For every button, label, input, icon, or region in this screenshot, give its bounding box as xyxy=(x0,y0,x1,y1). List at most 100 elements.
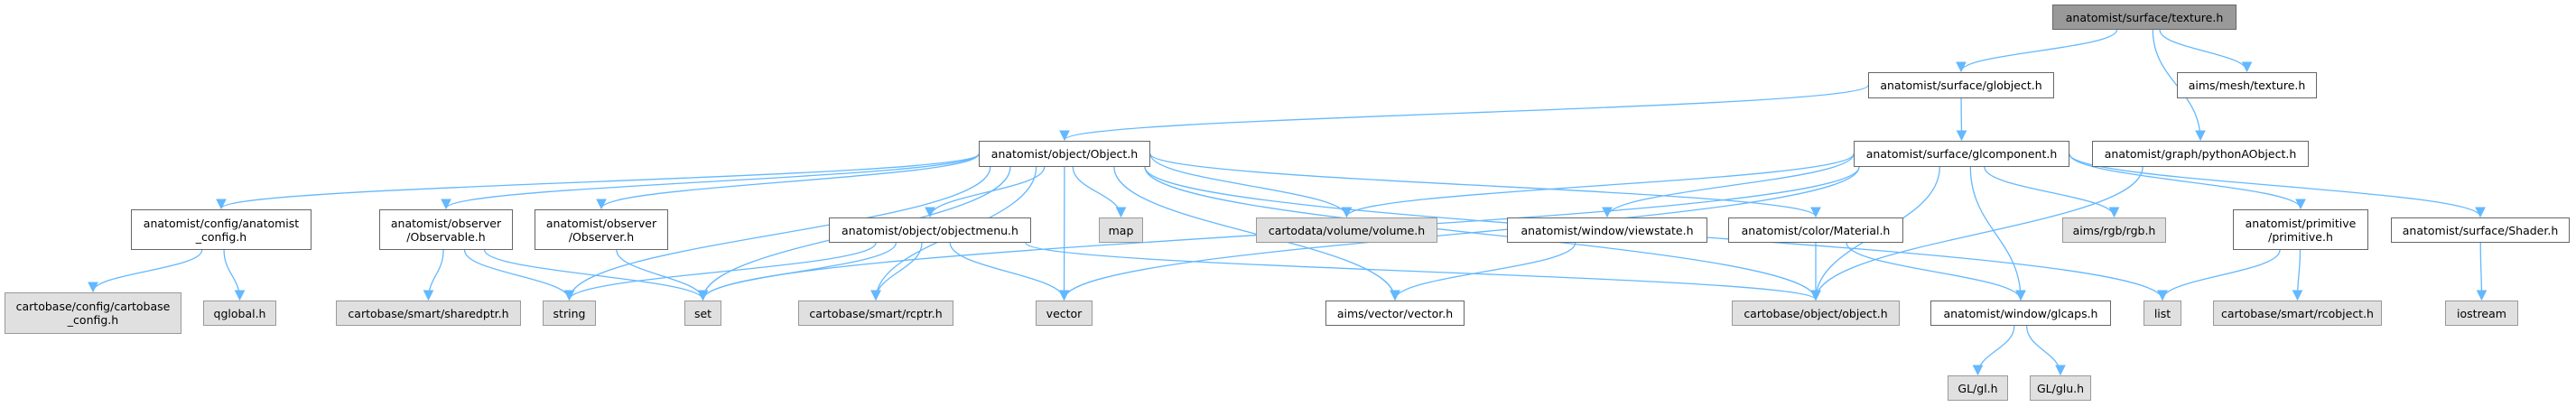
node-pythonaobject[interactable]: anatomist/graph/pythonAObject.h xyxy=(2092,141,2309,167)
node-label: anatomist/primitive /primitive.h xyxy=(2245,216,2357,244)
node-string: string xyxy=(543,301,596,326)
node-list: list xyxy=(2144,301,2181,326)
edge-material-to-glcaps xyxy=(1846,242,2026,301)
node-label: cartodata/volume/volume.h xyxy=(1268,223,1426,237)
edge-shader-to-iostream xyxy=(2476,242,2488,301)
node-iostream: iostream xyxy=(2445,301,2518,326)
node-label: anatomist/surface/texture.h xyxy=(2065,10,2224,24)
node-observable[interactable]: anatomist/observer /Observable.h xyxy=(379,209,513,250)
edge-object-to-map xyxy=(1072,166,1127,218)
node-label: aims/mesh/texture.h xyxy=(2188,79,2306,92)
node-meshtexture[interactable]: aims/mesh/texture.h xyxy=(2177,72,2317,98)
node-glu: GL/glu.h xyxy=(2030,375,2091,401)
node-label: anatomist/object/Object.h xyxy=(990,147,1139,161)
edge-observable-to-sharedptr xyxy=(423,249,444,301)
node-label: anatomist/surface/globject.h xyxy=(1880,79,2042,92)
node-material[interactable]: anatomist/color/Material.h xyxy=(1728,217,1903,243)
edge-texture-to-pythonaobject xyxy=(2152,29,2206,142)
edge-glcomponent-to-shader xyxy=(2069,153,2486,218)
node-shader[interactable]: anatomist/surface/Shader.h xyxy=(2391,217,2570,243)
edge-pythonaobject-to-cbobject xyxy=(1810,166,2144,301)
node-primitive[interactable]: anatomist/primitive /primitive.h xyxy=(2233,209,2368,250)
edge-viewstate-to-aimsvector xyxy=(1390,242,1576,301)
node-rgb: aims/rgb/rgb.h xyxy=(2062,217,2166,243)
node-label: cartobase/object/object.h xyxy=(1744,306,1888,320)
node-objectmenu[interactable]: anatomist/object/objectmenu.h xyxy=(829,217,1031,243)
node-anatconfig[interactable]: anatomist/config/anatomist _config.h xyxy=(131,209,312,250)
node-glcomponent[interactable]: anatomist/surface/glcomponent.h xyxy=(1854,141,2069,167)
edge-texture-to-globject xyxy=(1956,29,2118,73)
edge-object-to-volume xyxy=(1149,153,1353,218)
node-label: aims/rgb/rgb.h xyxy=(2072,223,2156,237)
node-label: GL/gl.h xyxy=(1958,381,1998,395)
node-label: cartobase/smart/sharedptr.h xyxy=(348,306,509,320)
edge-observable-to-set xyxy=(484,249,709,301)
node-rcobject: cartobase/smart/rcobject.h xyxy=(2213,301,2382,326)
edge-objectmenu-to-string xyxy=(563,242,877,301)
node-label: string xyxy=(553,306,586,320)
edge-object-to-aimsvector xyxy=(1113,166,1400,301)
node-label: anatomist/surface/glcomponent.h xyxy=(1865,147,2058,161)
edge-globject-to-object xyxy=(1059,84,1869,142)
node-label: map xyxy=(1108,223,1134,237)
node-label: anatomist/object/objectmenu.h xyxy=(842,223,1018,237)
node-glcaps[interactable]: anatomist/window/glcaps.h xyxy=(1930,301,2111,326)
edge-object-to-observable xyxy=(441,153,980,210)
edge-anatconfig-to-qglobal xyxy=(223,249,246,301)
node-label: aims/vector/vector.h xyxy=(1336,306,1454,320)
edge-glcaps-to-glu xyxy=(2025,325,2066,376)
node-qglobal: qglobal.h xyxy=(203,301,276,326)
node-label: anatomist/window/viewstate.h xyxy=(1520,223,1694,237)
edge-object-to-material xyxy=(1149,153,1821,218)
node-label: anatomist/surface/Shader.h xyxy=(2402,223,2559,237)
node-viewstate[interactable]: anatomist/window/viewstate.h xyxy=(1507,217,1707,243)
edge-object-to-observer xyxy=(596,153,980,210)
edge-texture-to-meshtexture xyxy=(2159,29,2253,73)
node-rcptr: cartobase/smart/rcptr.h xyxy=(798,301,953,326)
node-map: map xyxy=(1099,217,1143,243)
node-aimsvector[interactable]: aims/vector/vector.h xyxy=(1325,301,1465,326)
edge-primitive-to-list xyxy=(2157,249,2281,301)
node-label: anatomist/observer /Observable.h xyxy=(390,216,502,244)
edge-object-to-anatconfig xyxy=(216,153,980,210)
edge-glcomponent-to-viewstate xyxy=(1602,153,1855,218)
node-gl: GL/gl.h xyxy=(1948,375,2008,401)
edge-object-to-string xyxy=(563,166,991,301)
node-label: anatomist/window/glcaps.h xyxy=(1943,306,2098,320)
edge-glcomponent-to-glcaps xyxy=(1969,166,2026,301)
node-sharedptr: cartobase/smart/sharedptr.h xyxy=(336,301,521,326)
edge-primitive-to-rcobject xyxy=(2292,249,2303,301)
edge-observable-to-string xyxy=(463,249,575,301)
node-label: set xyxy=(693,306,712,320)
node-label: cartobase/smart/rcptr.h xyxy=(809,306,943,320)
node-label: anatomist/config/anatomist _config.h xyxy=(143,216,300,244)
edge-object-to-objectmenu xyxy=(925,166,1046,218)
node-label: qglobal.h xyxy=(213,306,266,320)
node-set: set xyxy=(684,301,721,326)
node-label: cartobase/config/cartobase _config.h xyxy=(15,300,171,327)
node-label: cartobase/smart/rcobject.h xyxy=(2221,306,2374,320)
node-volume: cartodata/volume/volume.h xyxy=(1256,217,1437,243)
node-label: anatomist/graph/pythonAObject.h xyxy=(2104,147,2297,161)
edge-glcomponent-to-primitive xyxy=(2069,153,2306,210)
node-label: list xyxy=(2153,306,2171,320)
node-texture: anatomist/surface/texture.h xyxy=(2052,5,2237,30)
edge-anatconfig-to-cbconfig xyxy=(88,249,203,293)
node-object[interactable]: anatomist/object/Object.h xyxy=(979,141,1150,167)
edge-objectmenu-to-vector xyxy=(949,242,1070,301)
node-cbconfig: cartobase/config/cartobase _config.h xyxy=(5,292,181,334)
edge-objectmenu-to-rcptr xyxy=(870,242,923,301)
edge-glcomponent-to-rgb xyxy=(1984,166,2120,218)
edge-glcaps-to-gl xyxy=(1972,325,2015,376)
edge-glcomponent-to-vector xyxy=(1058,166,1860,301)
node-label: anatomist/observer /Observer.h xyxy=(545,216,657,244)
node-observer[interactable]: anatomist/observer /Observer.h xyxy=(535,209,668,250)
node-vector: vector xyxy=(1036,301,1093,326)
edge-glcomponent-to-volume xyxy=(1341,153,1855,218)
edge-objectmenu-to-cbobject xyxy=(1025,242,1821,301)
node-label: anatomist/color/Material.h xyxy=(1741,223,1891,237)
edge-objectmenu-to-set xyxy=(697,242,897,301)
node-label: iostream xyxy=(2457,306,2506,320)
node-globject[interactable]: anatomist/surface/globject.h xyxy=(1868,72,2054,98)
